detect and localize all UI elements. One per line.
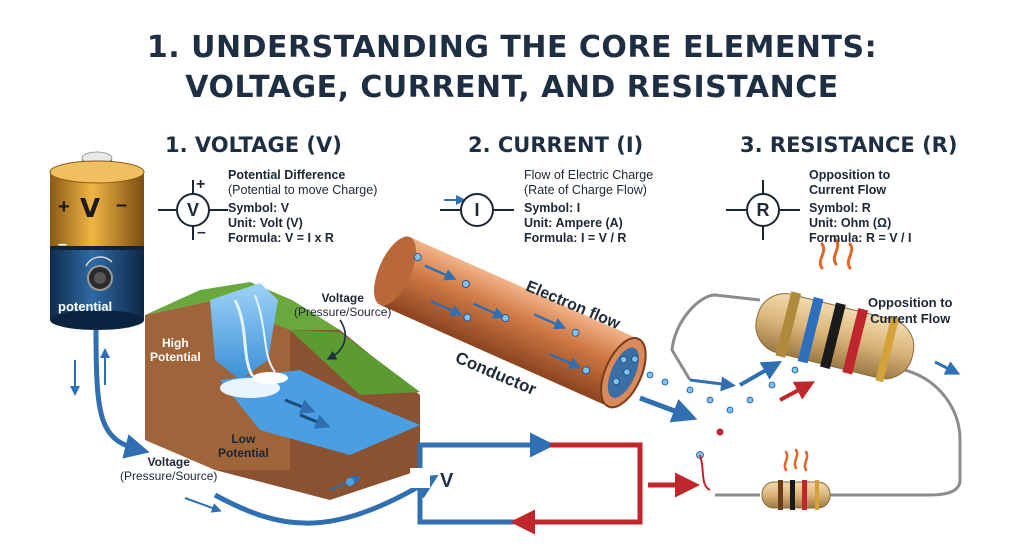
current-name: Flow of Electric Charge (524, 168, 654, 182)
voltage-unit: Unit: Volt (V) (228, 216, 303, 230)
resistance-unit: Unit: Ohm (Ω) (809, 216, 892, 230)
current-info: Flow of Electric Charge (Rate of Charge … (524, 168, 653, 246)
symbol-leads (158, 180, 800, 240)
voltage-heading: 1. VOLTAGE (V) (165, 133, 342, 157)
voltage-formula: Formula: V = I x R (228, 231, 334, 245)
battery-flow-arrows (70, 329, 439, 526)
voltage-name: Potential Difference (228, 168, 346, 182)
waterfall-illustration (145, 282, 420, 500)
resistance-symbol: R (746, 193, 780, 227)
page-title-line-1: 1. UNDERSTANDING THE CORE ELEMENTS: (146, 30, 878, 65)
resistance-heading: 3. RESISTANCE (R) (740, 133, 958, 157)
battery-plus: + (58, 196, 70, 218)
conductor-illustration (374, 236, 647, 409)
resistor-illustration (755, 291, 915, 383)
current-unit: Unit: Ampere (A) (524, 216, 623, 230)
low-potential-label: Low Potential (218, 432, 269, 460)
current-symbol-text: Symbol: I (524, 201, 581, 215)
small-heat-icon (783, 448, 809, 472)
battery-illustration (49, 151, 145, 330)
waterfall-voltage-title: Voltage (321, 291, 364, 305)
low-potential-line-1: Low (231, 432, 256, 446)
resistance-info: Opposition to Current Flow Symbol: R Uni… (809, 168, 911, 246)
small-resistor (761, 480, 831, 510)
voltage-plus-sign: + (196, 176, 206, 193)
current-formula: Formula: I = V / R (524, 231, 627, 245)
current-heading: 2. CURRENT (I) (468, 133, 644, 157)
battery-label: potential (58, 299, 113, 314)
bottom-voltage-label: Voltage (Pressure/Source) (120, 455, 217, 483)
low-potential-line-2: Potential (218, 446, 269, 460)
voltage-symbol: V (176, 193, 210, 227)
voltage-minus-sign: – (197, 224, 206, 241)
current-desc: (Rate of Charge Flow) (524, 183, 647, 197)
heat-icon (818, 238, 854, 270)
page-title-line-2: VOLTAGE, CURRENT, AND RESISTANCE (185, 70, 839, 105)
waterfall-voltage-sub: (Pressure/Source) (294, 305, 392, 319)
bottom-voltage-title: Voltage (147, 455, 190, 469)
resistance-symbol-text: Symbol: R (809, 201, 871, 215)
resistor-wire (670, 293, 962, 497)
high-potential-label: High Potential (150, 336, 201, 364)
voltage-desc: (Potential to move Charge) (228, 183, 378, 197)
battery-side-minus: – (58, 236, 67, 253)
voltage-symbol-text: Symbol: V (228, 201, 290, 215)
battery-letter: V (80, 194, 101, 224)
current-symbol: I (460, 193, 494, 227)
circuit-loop (410, 432, 700, 535)
resistance-name-line-2: Current Flow (809, 183, 887, 197)
resistance-formula: Formula: R = V / I (809, 231, 912, 245)
resistor-opposition-label: Opposition to Current Flow (868, 295, 952, 327)
voltage-info: Potential Difference (Potential to move … (228, 168, 377, 246)
waterfall-voltage-label: Voltage (Pressure/Source) (294, 291, 391, 319)
high-potential-line-1: High (162, 336, 189, 350)
resistor-label-line-2: Current Flow (870, 311, 951, 326)
battery-minus: – (116, 194, 128, 216)
resistance-name-line-1: Opposition to (809, 168, 891, 182)
high-potential-line-2: Potential (150, 350, 201, 364)
bottom-voltage-sub: (Pressure/Source) (120, 469, 218, 483)
electron-stream (639, 338, 866, 491)
circuit-v-label: V (440, 470, 454, 492)
resistor-label-line-1: Opposition to (868, 295, 953, 310)
